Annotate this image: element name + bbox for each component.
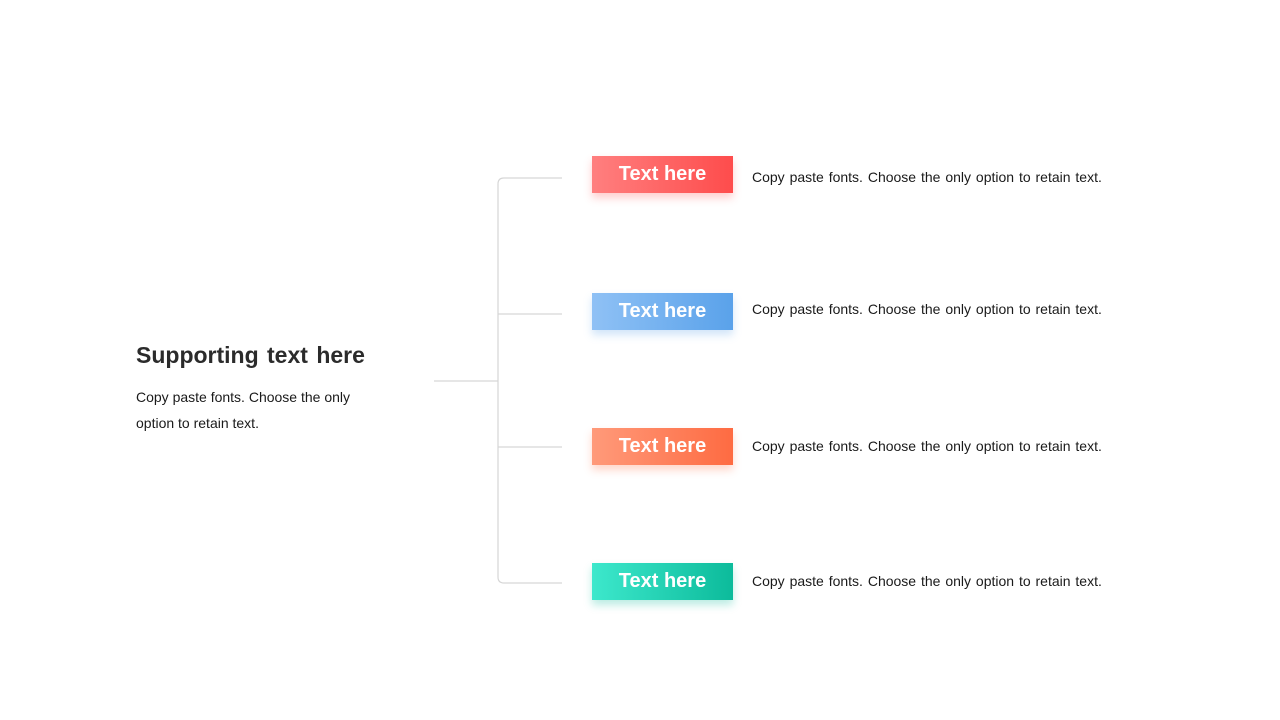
item-text-1: Copy paste fonts. Choose the only option…: [752, 169, 1102, 185]
connector-spine: [497, 177, 562, 584]
item-text-4: Copy paste fonts. Choose the only option…: [752, 573, 1102, 589]
item-tag-4: Text here: [592, 563, 733, 600]
item-tag-1: Text here: [592, 156, 733, 193]
item-text-3: Copy paste fonts. Choose the only option…: [752, 438, 1102, 454]
item-text-2: Copy paste fonts. Choose the only option…: [752, 301, 1102, 317]
item-tag-3: Text here: [592, 428, 733, 465]
summary-block: Supporting text here Copy paste fonts. C…: [136, 338, 416, 436]
summary-description: Copy paste fonts. Choose the only option…: [136, 389, 351, 431]
item-tag-2: Text here: [592, 293, 733, 330]
page-title: Supporting text here: [136, 342, 365, 368]
